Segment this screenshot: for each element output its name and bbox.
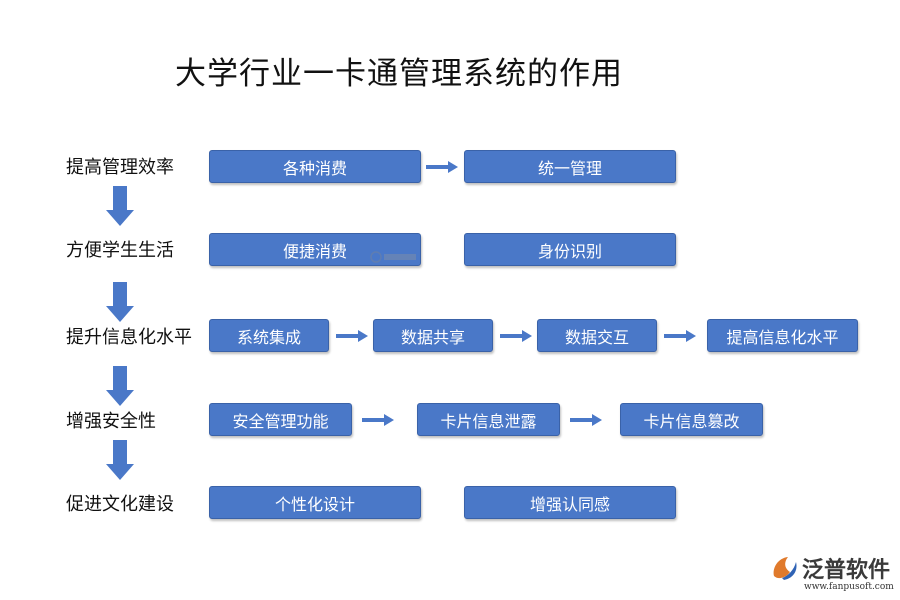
box-improve-informatization: 提高信息化水平 — [707, 319, 858, 352]
row-label-informatization: 提升信息化水平 — [66, 327, 192, 348]
box-identity-recognition: 身份识别 — [464, 233, 676, 266]
diagram-title: 大学行业一卡通管理系统的作用 — [175, 56, 623, 92]
brand-name: 泛普软件 — [802, 558, 891, 583]
row-label-efficiency: 提高管理效率 — [66, 157, 174, 178]
brand-mark-icon — [773, 557, 797, 580]
brand-url: www.fanpusoft.com — [804, 582, 894, 592]
right-arrow-icon — [500, 330, 532, 342]
box-data-interaction: 数据交互 — [537, 319, 657, 352]
box-various-consumption: 各种消费 — [209, 150, 421, 183]
row-label-security: 增强安全性 — [66, 411, 156, 432]
box-sense-of-identity: 增强认同感 — [464, 486, 676, 519]
right-arrow-icon — [570, 414, 602, 426]
box-data-sharing: 数据共享 — [373, 319, 493, 352]
box-convenient-consumption: 便捷消费 — [209, 233, 421, 266]
right-arrow-icon — [426, 161, 458, 173]
box-unified-management: 统一管理 — [464, 150, 676, 183]
down-arrow-icon — [106, 440, 134, 480]
right-arrow-icon — [336, 330, 368, 342]
row-label-convenience: 方便学生生活 — [66, 240, 174, 261]
row-label-culture: 促进文化建设 — [66, 494, 174, 515]
right-arrow-icon — [362, 414, 394, 426]
box-card-info-leak: 卡片信息泄露 — [417, 403, 560, 436]
down-arrow-icon — [106, 186, 134, 226]
box-card-info-tamper: 卡片信息篡改 — [620, 403, 763, 436]
box-personalized-design: 个性化设计 — [209, 486, 421, 519]
watermark-logo-icon — [370, 251, 416, 263]
brand-logo: 泛普软件 www.fanpusoft.com — [770, 552, 894, 596]
down-arrow-icon — [106, 282, 134, 322]
box-security-management: 安全管理功能 — [209, 403, 352, 436]
right-arrow-icon — [664, 330, 696, 342]
box-system-integration: 系统集成 — [209, 319, 329, 352]
down-arrow-icon — [106, 366, 134, 406]
